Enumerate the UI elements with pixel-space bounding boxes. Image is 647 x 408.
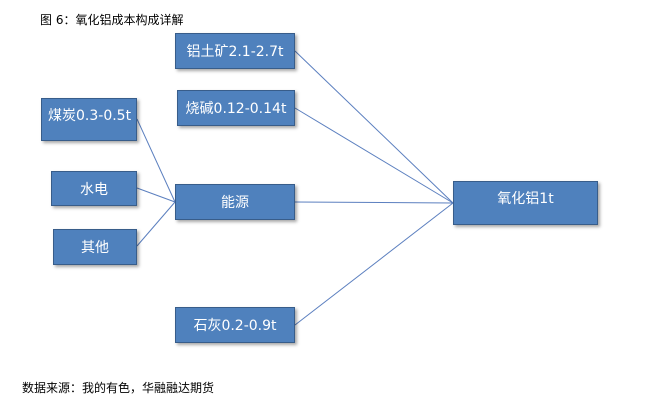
node-bauxite-label: 铝土矿2.1-2.7t — [186, 44, 284, 60]
line-coal-to-energy — [136, 118, 176, 203]
node-lime: 石灰0.2-0.9t — [175, 307, 295, 343]
line-lime-to-alumina — [294, 202, 454, 326]
node-caustic-soda: 烧碱0.12-0.14t — [177, 90, 295, 126]
node-energy: 能源 — [175, 184, 295, 220]
node-other-label: 其他 — [81, 240, 109, 256]
line-caustic-soda-to-alumina — [294, 107, 454, 204]
node-lime-label: 石灰0.2-0.9t — [193, 318, 277, 334]
figure-title: 图 6：氧化铝成本构成详解 — [40, 13, 184, 27]
node-hydro-label: 水电 — [80, 181, 108, 198]
line-energy-to-alumina — [294, 201, 454, 204]
node-alumina: 氧化铝1t — [453, 181, 598, 225]
line-hydro-to-energy — [136, 187, 176, 203]
node-energy-label: 能源 — [221, 195, 249, 211]
node-alumina-label: 氧化铝1t — [497, 191, 554, 207]
node-hydro: 水电 — [51, 171, 137, 206]
line-bauxite-to-alumina — [294, 50, 454, 204]
node-coal: 煤炭0.3-0.5t — [41, 98, 137, 141]
node-other: 其他 — [53, 229, 137, 265]
node-coal-label: 煤炭0.3-0.5t — [48, 108, 132, 124]
node-caustic-soda-label: 烧碱0.12-0.14t — [185, 101, 287, 117]
node-bauxite: 铝土矿2.1-2.7t — [175, 33, 295, 69]
line-other-to-energy — [136, 201, 176, 247]
data-source-note: 数据来源：我的有色，华融融达期货 — [22, 381, 215, 395]
